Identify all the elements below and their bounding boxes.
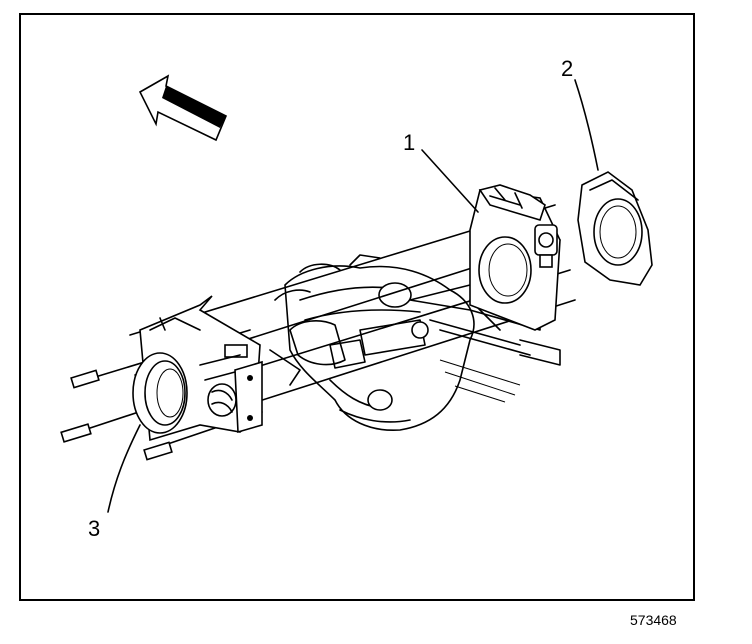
bolt-upper xyxy=(70,369,100,389)
leader-line-1 xyxy=(421,149,479,213)
callout-1: 1 xyxy=(403,130,416,155)
leader-lines xyxy=(107,79,599,513)
bolts xyxy=(60,369,173,461)
leader-line-2 xyxy=(574,79,599,171)
callout-2: 2 xyxy=(561,56,574,81)
diagram-frame xyxy=(19,13,695,601)
throttle-body-adapter xyxy=(469,184,561,331)
throttle-body xyxy=(132,295,263,442)
bolt-lower xyxy=(143,441,173,461)
figure-number: 573468 xyxy=(630,612,677,628)
callout-3: 3 xyxy=(88,516,101,541)
leader-line-3 xyxy=(107,424,141,513)
gasket xyxy=(577,171,653,286)
bolt-middle xyxy=(60,423,92,443)
direction-arrow-icon xyxy=(138,74,228,142)
